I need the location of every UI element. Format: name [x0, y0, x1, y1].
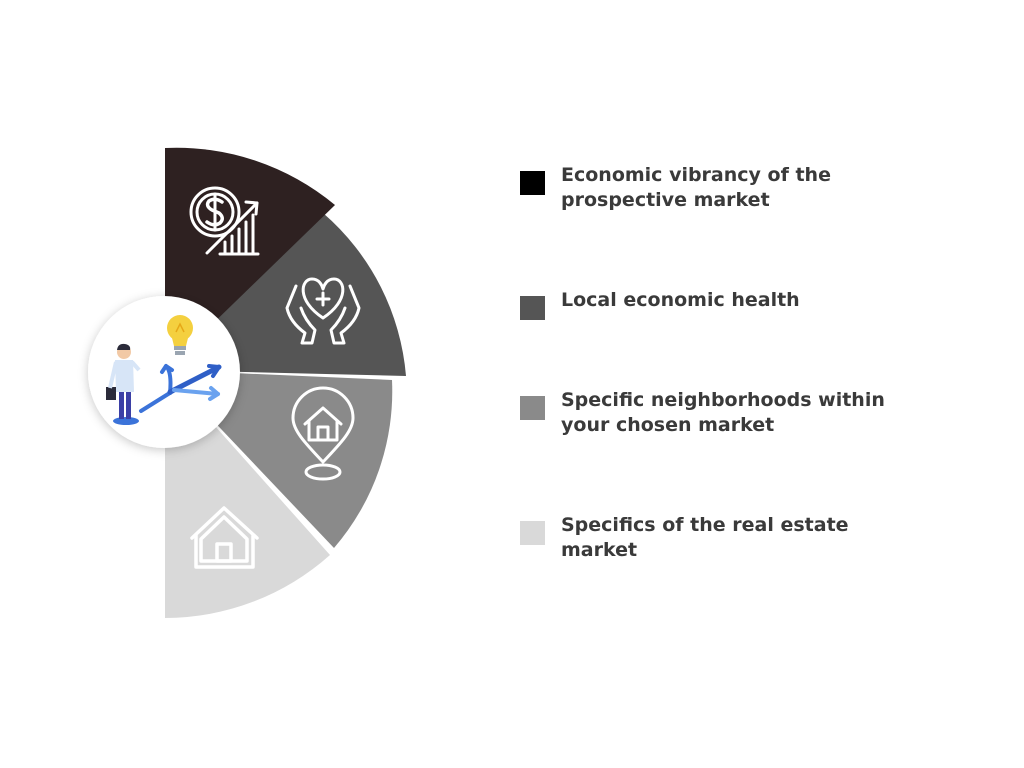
- house-outline-icon: [190, 506, 259, 569]
- house-location-pin-icon: [291, 386, 355, 481]
- businessman-icon: [106, 343, 141, 425]
- dollar-growth-chart-icon: [189, 186, 260, 256]
- lightbulb-icon: [167, 315, 193, 355]
- legend-item-2: Local economic health: [520, 288, 960, 348]
- legend-item-3: Specific neighborhoods within your chose…: [520, 388, 960, 448]
- legend-label-4: Specifics of the real estate market: [561, 514, 849, 561]
- heart-care-hands-icon: [285, 277, 361, 345]
- legend-swatch-3: [520, 396, 545, 420]
- legend-item-4: Specifics of the real estate market: [520, 513, 960, 573]
- legend-swatch-1: [520, 171, 545, 195]
- legend-swatch-4: [520, 521, 545, 545]
- legend-label-3: Specific neighborhoods within your chose…: [561, 389, 885, 436]
- decision-arrows-icon: [139, 364, 222, 413]
- center-illustration: [88, 296, 240, 448]
- legend-label-2: Local economic health: [561, 289, 800, 311]
- legend-swatch-2: [520, 296, 545, 320]
- legend: Economic vibrancy of the prospective mar…: [520, 0, 960, 768]
- legend-item-1: Economic vibrancy of the prospective mar…: [520, 163, 960, 223]
- legend-label-1: Economic vibrancy of the prospective mar…: [561, 164, 831, 211]
